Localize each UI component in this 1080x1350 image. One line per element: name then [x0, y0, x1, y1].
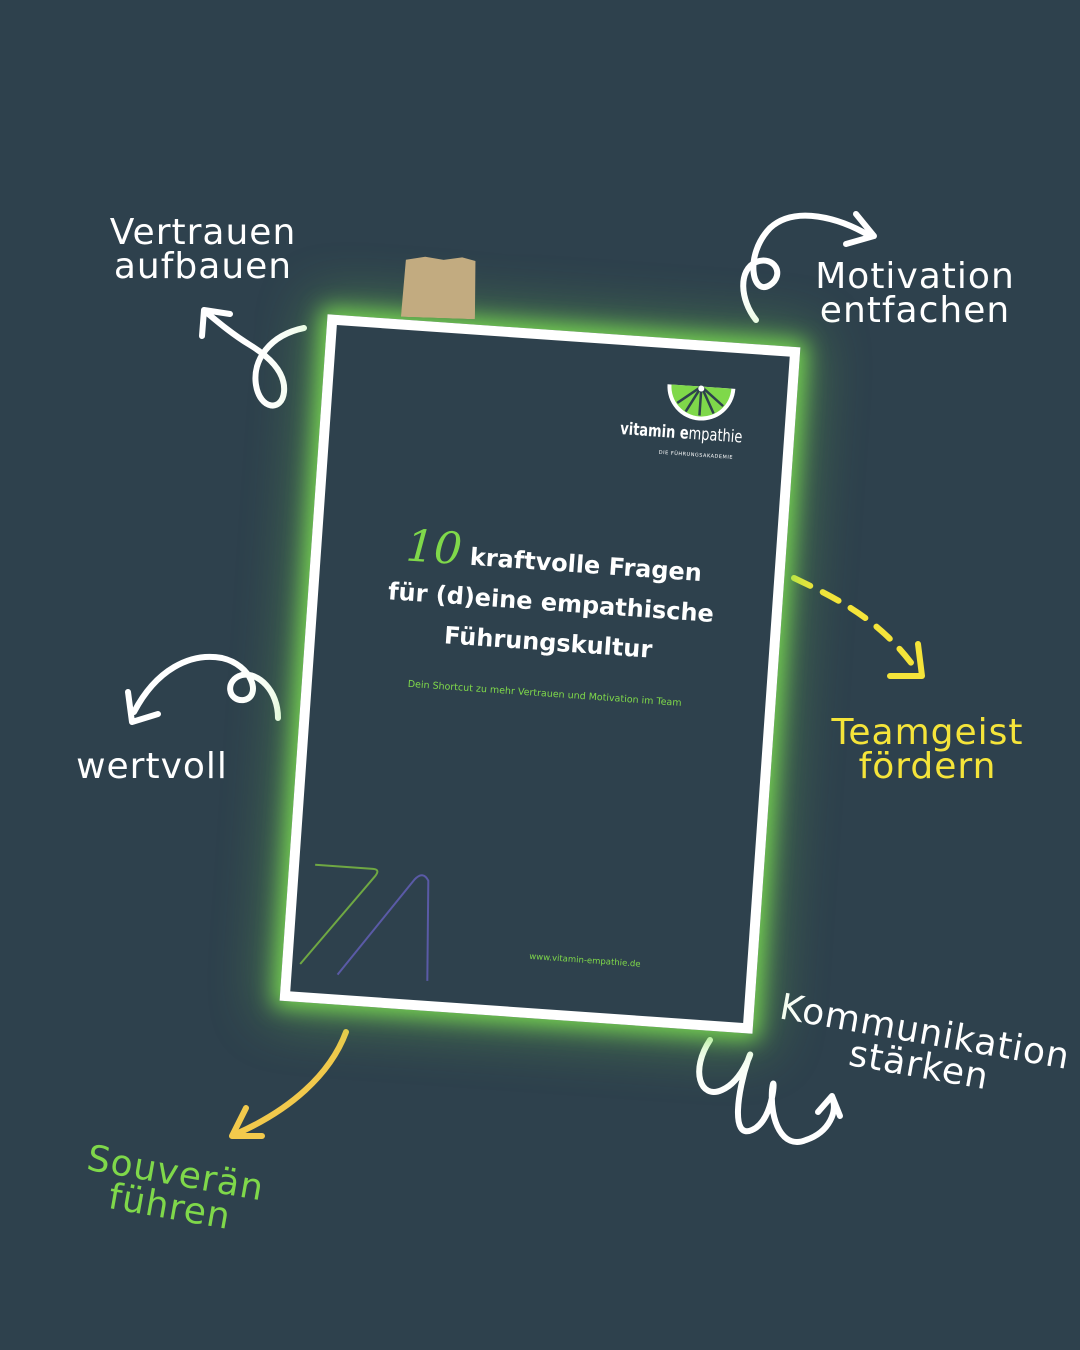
arrowhead-motivation [843, 211, 877, 247]
brand-light: mpathie [687, 423, 744, 448]
label-teamgeist-foerdern: Teamgeist fördern [815, 715, 1040, 787]
label-teamgeist-line2: fördern [858, 746, 997, 787]
label-teamgeist-line1: Teamgeist [831, 712, 1024, 753]
label-motivation-line2: entfachen [819, 290, 1011, 331]
label-wertvoll: wertvoll [76, 746, 228, 787]
label-vertrauen-line1: Vertrauen [109, 212, 297, 253]
label-vertrauen-line2: aufbauen [113, 246, 293, 287]
lime-slice-icon [667, 384, 736, 421]
arrow-vertrauen [203, 309, 307, 409]
arrowhead-kommunikation [815, 1093, 843, 1119]
corner-line-decoration [299, 863, 430, 981]
arrow-motivation [740, 212, 873, 323]
website-link: www.vitamin-empathie.de [528, 951, 641, 970]
arrowhead-teamgeist [887, 641, 925, 679]
label-vertrauen-aufbauen: Vertrauen aufbauen [92, 215, 314, 287]
label-motivation-line1: Motivation [815, 256, 1015, 297]
arrowhead-souveraen [229, 1105, 265, 1139]
brand-tagline: DIE FÜHRUNGSAKADEMIE [658, 449, 734, 461]
arrow-teamgeist [791, 575, 918, 671]
brand-bold: vitamin e [619, 419, 690, 444]
arrow-wertvoll [131, 653, 281, 721]
brand-logo: vitamin empathie DIE FÜHRUNGSAKADEMIE [618, 377, 794, 479]
arrowhead-wertvoll [125, 689, 161, 725]
cover-subtitle: Dein Shortcut zu mehr Vertrauen und Moti… [407, 678, 682, 709]
label-motivation-entfachen: Motivation entfachen [800, 259, 1030, 331]
tape-strip [401, 255, 477, 320]
ebook-cover: vitamin empathie DIE FÜHRUNGSAKADEMIE 10… [279, 314, 801, 1034]
cover-title: 10 kraftvolle Fragen für (d)eine empathi… [332, 520, 770, 678]
arrowhead-vertrauen [199, 307, 233, 339]
arrow-kommunikation [696, 1037, 837, 1145]
title-number: 10 [404, 520, 464, 576]
arrow-souveraen [233, 1029, 349, 1137]
